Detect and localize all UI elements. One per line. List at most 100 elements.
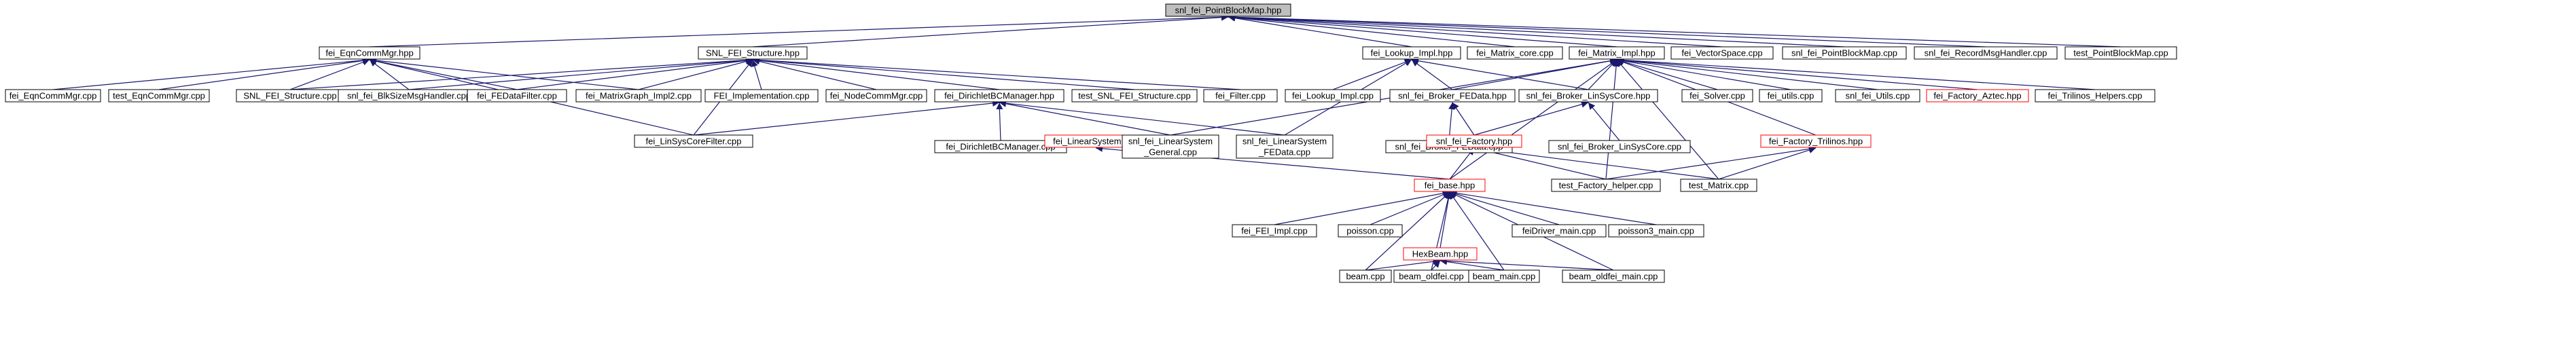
node-hexbeam-hpp[interactable]: HexBeam.hpp (1403, 247, 1478, 261)
node-label: SNL_FEI_Structure.cpp (243, 91, 336, 101)
node-fei-factory-aztec-hpp[interactable]: fei_Factory_Aztec.hpp (1926, 89, 2029, 102)
node-test-factory-helper-cpp[interactable]: test_Factory_helper.cpp (1551, 179, 1661, 192)
node-snl-fei-utils-cpp[interactable]: snl_fei_Utils.cpp (1835, 89, 1920, 102)
edge-snl_fei_broker_linsyscore_cpp-to-snl_fei_broker_linsyscore_hpp (1588, 102, 1620, 141)
node-eqncommmgr-hpp[interactable]: fei_EqnCommMgr.hpp (319, 46, 421, 60)
node-fei-vectorspace-cpp[interactable]: fei_VectorSpace.cpp (1670, 46, 1774, 60)
node-box (1782, 46, 1907, 60)
node-box (1759, 89, 1823, 102)
node-box (575, 89, 702, 102)
node-beam-main-cpp[interactable]: beam_main.cpp (1468, 269, 1540, 283)
edge-fei_vectorspace_cpp-to-root (1228, 14, 1723, 48)
node-fei-filter-cpp[interactable]: fei_Filter.cpp (1203, 89, 1278, 102)
edge-snl_fei_pointblockmap_cpp-to-root (1228, 14, 1845, 48)
node-fei-eqncommmgr-cpp[interactable]: fei_EqnCommMgr.cpp (5, 89, 101, 102)
node-poisson3-main-cpp[interactable]: poisson3_main.cpp (1608, 224, 1704, 238)
edge-test_matrix_cpp-to-fei_factory_trilinos_hpp (1718, 147, 1817, 180)
edge-fei_dirichletbcmanager_cpp-to-fei_dirichletbcmanager_hpp (996, 102, 1003, 141)
node-fei-solver-cpp[interactable]: fei_Solver.cpp (1681, 89, 1753, 102)
node-label: fei_LinSysCoreFilter.cpp (646, 136, 742, 147)
node-snl-fei-structure-hpp[interactable]: SNL_FEI_Structure.hpp (698, 46, 808, 60)
node-label: poisson.cpp (1346, 226, 1393, 236)
edge-fei_base_hpp-to-snl_fei_factory_hpp (1449, 147, 1475, 180)
node-fei-matrix-core-cpp[interactable]: fei_Matrix_core.cpp (1467, 46, 1563, 60)
edge-fei_trilinos_helpers_cpp-to-fei_matrix_impl_hpp (1616, 56, 2096, 90)
node-snl-fei-broker-fedata-hpp[interactable]: snl_fei_Broker_FEData.hpp (1389, 89, 1516, 102)
node-fei-base-hpp[interactable]: fei_base.hpp (1414, 179, 1486, 192)
node-snl-fei-linearsystem-general-cpp[interactable]: snl_fei_LinearSystem_General.cpp (1122, 134, 1219, 159)
node-snl-fei-recordmsghandler-cpp[interactable]: snl_fei_RecordMsgHandler.cpp (1914, 46, 2058, 60)
node-fei-factory-trilinos-hpp[interactable]: fei_Factory_Trilinos.hpp (1760, 134, 1872, 148)
node-label: fei_DirichletBCManager.hpp (944, 91, 1054, 101)
edge-poisson_cpp-to-fei_base_hpp (1370, 191, 1450, 225)
node-label: fei_Matrix_core.cpp (1476, 48, 1553, 58)
node-label: fei_base.hpp (1425, 181, 1475, 191)
node-test-pointblockmap-cpp[interactable]: test_PointBlockMap.cpp (2064, 46, 2177, 60)
edge-eqncommmgr_hpp-to-root (369, 14, 1229, 48)
node-snl-fei-pointblockmap-cpp[interactable]: snl_fei_PointBlockMap.cpp (1782, 46, 1907, 60)
node-snl-fei-structure-cpp[interactable]: SNL_FEI_Structure.cpp (236, 89, 344, 102)
node-fei-dirichletbcmanager-hpp[interactable]: fei_DirichletBCManager.hpp (934, 89, 1065, 102)
edge-fei_filter_cpp-to-snl_fei_structure_hpp (752, 56, 1241, 90)
node-box (934, 89, 1065, 102)
node-box (1338, 224, 1403, 238)
node-snl-fei-factory-hpp[interactable]: snl_fei_Factory.hpp (1426, 134, 1522, 148)
node-fei-matrix-impl-hpp[interactable]: fei_Matrix_Impl.hpp (1569, 46, 1665, 60)
node-poisson-cpp[interactable]: poisson.cpp (1338, 224, 1403, 238)
edge-test_factory_helper_cpp-to-fei_matrix_impl_hpp (1605, 59, 1620, 180)
node-beam-oldfei-main-cpp[interactable]: beam_oldfei_main.cpp (1562, 269, 1665, 283)
edge-fei_lookup_impl_hpp-to-root (1228, 14, 1412, 48)
node-fei-utils-cpp[interactable]: fei_utils.cpp (1759, 89, 1823, 102)
node-feidriver-main-cpp[interactable]: feiDriver_main.cpp (1511, 224, 1607, 238)
node-beam-cpp[interactable]: beam.cpp (1339, 269, 1392, 283)
edge-fei_fei_impl_cpp-to-fei_base_hpp (1274, 189, 1450, 225)
node-fei-implementation-cpp[interactable]: FEI_Implementation.cpp (704, 89, 819, 102)
node-label: fei_LinearSystem.hpp (1053, 136, 1139, 147)
node-label: fei_EqnCommMgr.cpp (10, 91, 97, 101)
node-box (1389, 89, 1516, 102)
node-test-matrix-cpp[interactable]: test_Matrix.cpp (1680, 179, 1757, 192)
node-fei-fei-impl-cpp[interactable]: fei_FEI_Impl.cpp (1232, 224, 1317, 238)
node-box (1681, 89, 1753, 102)
node-fei-trilinos-helpers-cpp[interactable]: fei_Trilinos_Helpers.cpp (2035, 89, 2155, 102)
node-snl-fei-broker-linsyscore-hpp[interactable]: snl_fei_Broker_LinSysCore.hpp (1518, 89, 1658, 102)
node-box (1608, 224, 1704, 238)
node-box (704, 89, 819, 102)
node-test-snl-fei-structure-cpp[interactable]: test_SNL_FEI_Structure.cpp (1071, 89, 1198, 102)
node-label: fei_FEDataFilter.cpp (477, 91, 557, 101)
dependency-edges (52, 14, 2122, 271)
node-label: HexBeam.hpp (1412, 249, 1468, 259)
node-fei-lookup-impl-hpp[interactable]: fei_Lookup_Impl.hpp (1362, 46, 1461, 60)
node-box (1071, 89, 1198, 102)
node-fei-matrixgraph-impl2-cpp[interactable]: fei_MatrixGraph_Impl2.cpp (575, 89, 702, 102)
node-fei-dirichletbcmanager-cpp[interactable]: fei_DirichletBCManager.cpp (934, 140, 1067, 153)
node-label: fei_Factory_Aztec.hpp (1933, 91, 2021, 101)
node-label: beam.cpp (1346, 272, 1384, 282)
node-label: FEI_Implementation.cpp (714, 91, 810, 101)
node-fei-lookup-impl-cpp[interactable]: fei_Lookup_Impl.cpp (1285, 89, 1381, 102)
node-box (1414, 179, 1486, 192)
node-beam-oldfei-cpp[interactable]: beam_oldfei.cpp (1393, 269, 1469, 283)
node-box (1468, 269, 1540, 283)
node-box (1467, 46, 1563, 60)
node-test-eqncommmgr-cpp[interactable]: test_EqnCommMgr.cpp (108, 89, 210, 102)
edge-fei_matrix_impl_hpp-to-root (1228, 14, 1617, 48)
node-label: fei_EqnCommMgr.hpp (325, 48, 413, 58)
node-label: SNL_FEI_Structure.hpp (706, 48, 800, 58)
node-box (1339, 269, 1392, 283)
node-snl-fei-blksizemsghandler-cpp[interactable]: snl_fei_BlkSizeMsgHandler.cpp (338, 89, 480, 102)
edge-fei_factory_aztec_hpp-to-fei_matrix_impl_hpp (1616, 56, 1978, 90)
node-snl-fei-broker-linsyscore-cpp[interactable]: snl_fei_Broker_LinSysCore.cpp (1548, 140, 1691, 153)
node-box (1426, 134, 1522, 148)
node-label: fei_Lookup_Impl.cpp (1292, 91, 1374, 101)
node-fei-linearsystem-hpp[interactable]: fei_LinearSystem.hpp (1044, 134, 1147, 148)
node-snl-fei-linearsystem-fedata-cpp[interactable]: snl_fei_LinearSystem_FEData.cpp (1236, 134, 1334, 159)
node-box (1511, 224, 1607, 238)
edge-fei_nodecommmgr_cpp-to-snl_fei_structure_hpp (752, 58, 877, 90)
node-label: snl_fei_Utils.cpp (1846, 91, 1910, 101)
node-root[interactable]: snl_fei_PointBlockMap.hpp (1165, 3, 1291, 17)
node-fei-fedatafilter-cpp[interactable]: fei_FEDataFilter.cpp (467, 89, 567, 102)
node-fei-nodecommmgr-cpp[interactable]: fei_NodeCommMgr.cpp (825, 89, 927, 102)
edge-beam_oldfei_main_cpp-to-hexbeam_hpp (1439, 257, 1614, 271)
node-fei-linsyscorefilter-cpp[interactable]: fei_LinSysCoreFilter.cpp (634, 134, 753, 148)
